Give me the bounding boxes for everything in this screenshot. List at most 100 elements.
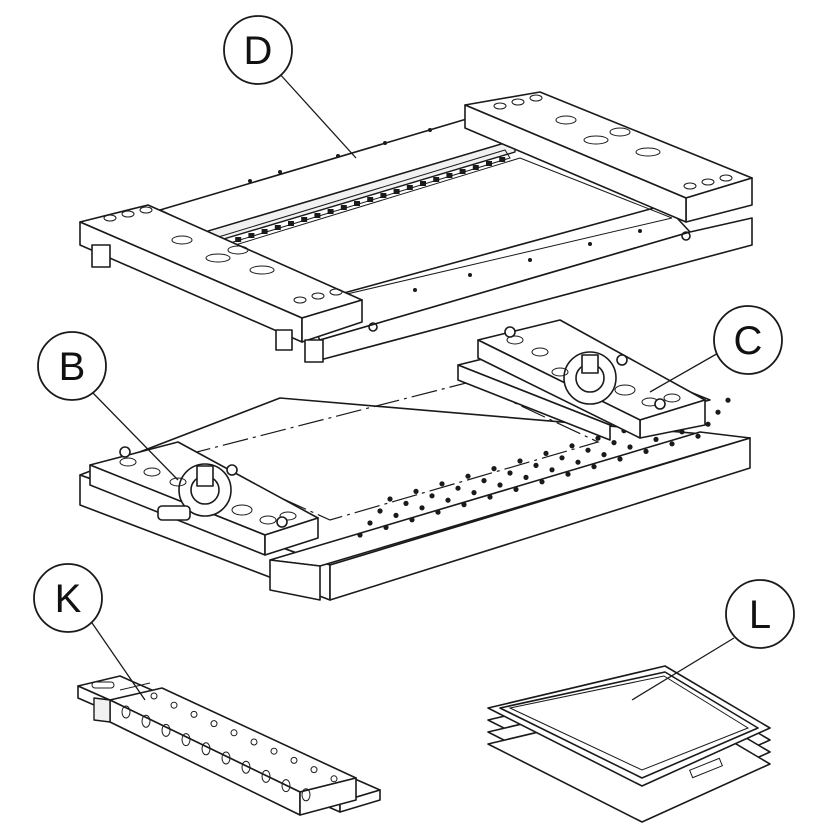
- rail-tooth: [340, 205, 347, 210]
- rail-hole: [281, 779, 291, 793]
- rail-hole: [121, 705, 131, 719]
- base-hole: [653, 436, 659, 442]
- base-hole: [413, 488, 419, 494]
- rail-top-hole: [250, 738, 258, 746]
- callout-k: K: [33, 563, 146, 701]
- rail-top-hole: [170, 701, 178, 709]
- base-hole: [669, 441, 675, 447]
- base-hole: [543, 450, 549, 456]
- rail-tooth: [248, 233, 255, 238]
- rail-tooth: [472, 165, 479, 170]
- rail-tooth: [446, 173, 453, 178]
- part-b-clamp-module: [89, 441, 319, 556]
- base-hole: [539, 479, 545, 485]
- rail-top-hole: [290, 756, 298, 764]
- base-hole: [445, 497, 451, 503]
- rail-top-hole: [330, 775, 338, 783]
- base-hole: [377, 508, 383, 514]
- base-hole: [585, 447, 591, 453]
- rail-top-hole: [150, 692, 158, 700]
- rail-tooth: [499, 157, 506, 162]
- base-hole: [617, 456, 623, 462]
- callout-b: B: [37, 331, 179, 481]
- rail-hole: [181, 733, 191, 747]
- rail-top-hole: [230, 729, 238, 737]
- base-hole: [491, 466, 497, 472]
- callout-c-label: C: [734, 319, 763, 363]
- rail-top-hole: [210, 720, 218, 728]
- callout-c: C: [649, 305, 783, 393]
- base-hole: [387, 496, 393, 502]
- callout-b-label: B: [59, 345, 86, 389]
- base-hole: [409, 517, 415, 523]
- base-hole: [591, 464, 597, 470]
- rail-top-hole: [190, 710, 198, 718]
- base-hole: [393, 512, 399, 519]
- base-hole: [461, 502, 467, 508]
- rail-tooth: [433, 177, 440, 182]
- callout-l-label: L: [749, 593, 771, 637]
- base-hole: [565, 471, 571, 477]
- base-hole: [487, 494, 493, 500]
- callout-d: D: [223, 15, 357, 159]
- rail-tooth: [354, 201, 360, 206]
- rail-tooth: [367, 197, 374, 202]
- rail-tooth: [406, 185, 413, 190]
- rail-tooth: [235, 237, 242, 242]
- base-hole: [601, 452, 607, 458]
- rail-tooth: [380, 193, 387, 198]
- base-hole: [403, 500, 409, 506]
- rail-hole: [301, 788, 311, 802]
- base-hole: [643, 448, 649, 454]
- base-hole: [523, 474, 529, 480]
- rail-tooth: [393, 189, 400, 194]
- base-hole: [715, 409, 721, 415]
- part-d-frame: [79, 91, 753, 363]
- base-hole: [497, 482, 503, 488]
- base-hole: [367, 520, 373, 526]
- base-hole: [439, 481, 445, 487]
- part-k-rail: [77, 675, 381, 816]
- base-hole: [533, 462, 539, 468]
- rail-tooth: [327, 209, 334, 214]
- base-hole: [507, 470, 513, 476]
- base-hole: [569, 443, 575, 449]
- base-hole: [435, 509, 441, 515]
- base-hole: [429, 493, 435, 499]
- base-hole: [471, 490, 477, 496]
- rail-tooth: [274, 225, 281, 230]
- callout-k-label: K: [55, 577, 82, 621]
- rail-tooth: [420, 181, 426, 186]
- base-hole: [465, 473, 471, 479]
- rail-hole: [201, 742, 211, 756]
- rail-top-hole: [270, 747, 278, 755]
- rail-tooth: [288, 221, 294, 226]
- rail-hole: [241, 760, 251, 774]
- base-hole: [517, 458, 523, 464]
- base-hole: [383, 524, 389, 531]
- base-hole: [419, 505, 425, 511]
- callout-l: L: [631, 579, 795, 701]
- part-l-trays: [487, 665, 771, 823]
- base-hole: [575, 459, 581, 465]
- base-hole: [595, 435, 601, 441]
- base-hole: [481, 478, 487, 484]
- rail-hole: [221, 751, 231, 765]
- base-hole: [627, 444, 633, 450]
- rail-tooth: [486, 161, 492, 166]
- part-c-clamp-module: [457, 319, 711, 441]
- base-hole: [725, 397, 731, 403]
- part-b-base-plate: [79, 381, 751, 601]
- rail-tooth: [459, 169, 466, 174]
- base-hole: [513, 486, 519, 492]
- base-hole: [549, 467, 555, 473]
- base-hole: [357, 532, 363, 538]
- rail-hole: [261, 769, 271, 783]
- base-hole: [705, 421, 711, 427]
- rail-hole: [141, 714, 151, 728]
- base-hole: [611, 440, 617, 446]
- rail-top-hole: [310, 766, 318, 774]
- rail-tooth: [301, 217, 308, 222]
- rail-hole: [161, 723, 171, 737]
